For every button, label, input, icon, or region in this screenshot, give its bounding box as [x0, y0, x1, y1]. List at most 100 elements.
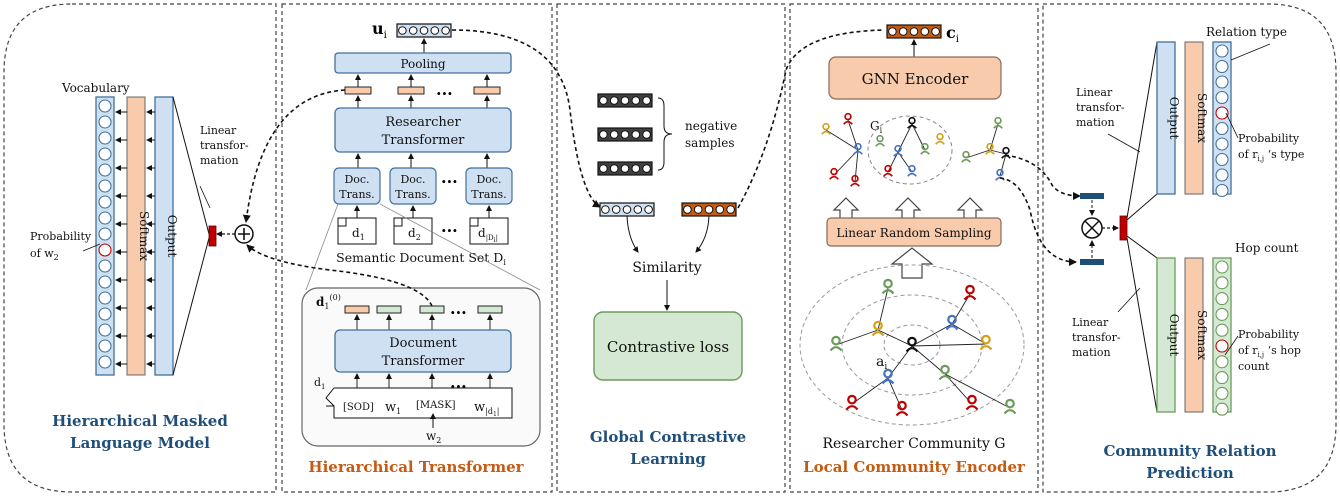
linear-sampling-box	[826, 217, 1002, 247]
researcher-icon	[993, 116, 1003, 129]
doc-trans-2	[389, 167, 437, 205]
relation-type-label: Relation type	[1206, 25, 1287, 39]
vector-cell	[631, 130, 641, 139]
researcher-icon	[963, 284, 977, 301]
researcher-icon	[961, 150, 971, 163]
researcher-community-graph	[829, 278, 1017, 417]
researcher-icon	[905, 336, 919, 353]
prob-circle	[1215, 355, 1229, 369]
doc1-line2: Trans.	[339, 188, 374, 201]
body	[850, 182, 860, 187]
panel-contrastive: negative samples Similarity Contrastive …	[590, 29, 885, 468]
vector-cell	[726, 205, 735, 214]
researcher-icon	[883, 164, 893, 177]
sampled-subgraphs	[821, 112, 1011, 187]
d1-doc-label: d1	[314, 376, 326, 391]
body	[965, 405, 979, 411]
panel-mlm-frame	[3, 3, 277, 493]
wd-token: w|d1|	[474, 400, 500, 418]
panel-relation-frame	[1042, 3, 1337, 493]
mlm-linear-line3: mation	[200, 154, 239, 167]
prob-circle	[1215, 183, 1229, 198]
negative-vector	[597, 127, 653, 142]
head	[947, 314, 957, 325]
hop-circles	[1215, 260, 1229, 416]
g-label: Gi	[870, 119, 883, 135]
researcher-icon	[938, 364, 952, 381]
hop-output-label: Output	[1167, 314, 1181, 357]
vocab-circle	[98, 179, 112, 193]
vector-cell	[398, 26, 407, 35]
head	[986, 142, 994, 151]
head	[981, 334, 991, 345]
community-vector	[681, 202, 737, 217]
body	[883, 172, 893, 177]
negative-vector	[597, 161, 653, 176]
body	[938, 375, 952, 381]
vocab-circle	[98, 147, 112, 161]
vector-cell	[715, 205, 725, 214]
head	[907, 336, 917, 347]
prob-type-line1: Probability	[1238, 132, 1300, 145]
head	[996, 168, 1004, 177]
vocab-circle	[98, 259, 112, 273]
head	[894, 144, 902, 153]
head	[854, 142, 862, 151]
researcher-icon	[821, 122, 831, 135]
prob-circle	[1215, 292, 1229, 306]
researcher-icon	[895, 400, 909, 417]
researcher-icon	[893, 144, 903, 157]
hop-softmax-column	[1184, 257, 1204, 413]
prob-circle	[1215, 75, 1229, 89]
body	[985, 150, 995, 155]
panel-frames	[3, 3, 1337, 493]
researcher-icon	[843, 112, 853, 125]
prob-circle	[1215, 90, 1229, 105]
edge	[851, 377, 889, 405]
negative-sample-vectors	[597, 93, 653, 176]
panel-community: ci GNN Encoder Gi Linear Random Sampling…	[799, 23, 1081, 476]
vector-cell	[909, 27, 919, 36]
output-column	[154, 96, 174, 376]
vocab-circle	[98, 211, 112, 225]
vocab-circle	[98, 195, 112, 209]
vocab-circles	[98, 99, 112, 369]
researcher-vector	[599, 202, 655, 217]
researcher-outputs: ...	[344, 74, 501, 108]
doc-trans-1	[333, 167, 381, 205]
vector-cell	[642, 130, 651, 139]
hop-softmax-label: Softmax	[1195, 310, 1209, 360]
vector-cell	[631, 96, 641, 105]
hop-output-column	[1156, 257, 1176, 413]
a-label: ai	[876, 354, 887, 372]
type-output-label: Output	[1167, 97, 1181, 140]
prob-circle	[1215, 59, 1229, 74]
u-vector-circles	[398, 26, 450, 35]
head	[994, 116, 1002, 125]
type-output-column	[1156, 41, 1176, 195]
body	[829, 175, 839, 180]
researcher-icon	[829, 335, 843, 352]
head	[883, 278, 893, 289]
researcher-community-label: Researcher Community G	[823, 436, 1006, 452]
prob-type-line2: of ri,j ‘s type	[1238, 148, 1304, 163]
doc-trans-3	[465, 167, 513, 205]
body	[905, 347, 919, 353]
contrastive-loss-label: Contrastive loss	[607, 338, 729, 356]
sampling-label: Linear Random Sampling	[836, 226, 991, 240]
vocab-circle	[98, 115, 112, 129]
vector-cell	[599, 164, 608, 173]
edge	[965, 149, 991, 159]
head	[822, 122, 830, 131]
vector-cell	[611, 205, 621, 214]
body	[935, 140, 945, 145]
head	[1002, 146, 1010, 155]
document-line1: Document	[389, 336, 457, 351]
panel-transformer: ui Pooling ... Researcher Transformer	[242, 19, 601, 476]
doc3-line1: Doc.	[476, 173, 501, 186]
d1-label: d1	[352, 226, 365, 242]
vector-cell	[419, 26, 429, 35]
body	[881, 379, 895, 385]
edge	[877, 329, 913, 347]
